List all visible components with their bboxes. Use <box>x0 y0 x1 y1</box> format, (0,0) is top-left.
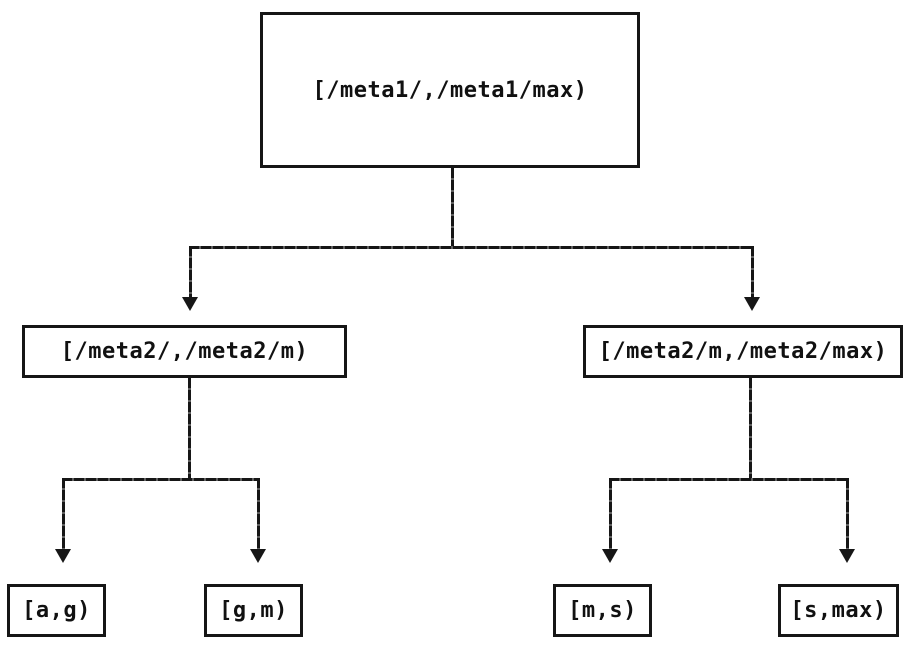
arrowhead-down-icon <box>182 297 198 311</box>
tree-node-leaf-smax: [s,max) <box>778 584 899 637</box>
arrowhead-down-icon <box>744 297 760 311</box>
tree-node-leaf-ms: [m,s) <box>553 584 652 637</box>
edge-meta2-right-crossbar-line <box>609 478 849 481</box>
tree-node-leaf-gm: [g,m) <box>204 584 303 637</box>
edge-meta2-left-stem-line <box>188 378 191 481</box>
arrowhead-down-icon <box>250 549 266 563</box>
edge-root-crossbar-line <box>189 246 754 249</box>
arrowhead-down-icon <box>839 549 855 563</box>
edge-meta2-right-to-leaf-smax-line <box>846 478 849 550</box>
arrowhead-down-icon <box>602 549 618 563</box>
tree-node-leaf-ag: [a,g) <box>7 584 106 637</box>
edge-meta2-left-to-leaf-ag-line <box>62 478 65 550</box>
edge-meta2-right-to-leaf-ms-line <box>609 478 612 550</box>
tree-node-meta2-right: [/meta2/m,/meta2/max) <box>583 325 903 378</box>
arrowhead-down-icon <box>55 549 71 563</box>
tree-node-meta2-left: [/meta2/,/meta2/m) <box>22 325 347 378</box>
edge-meta2-left-to-leaf-gm-line <box>257 478 260 550</box>
edge-root-to-meta2-left-line <box>189 246 192 298</box>
tree-node-root: [/meta1/,/meta1/max) <box>260 12 640 168</box>
edge-root-stem-line <box>451 168 454 249</box>
edge-meta2-right-stem-line <box>749 378 752 481</box>
edge-root-to-meta2-right-line <box>751 246 754 298</box>
edge-meta2-left-crossbar-line <box>62 478 260 481</box>
